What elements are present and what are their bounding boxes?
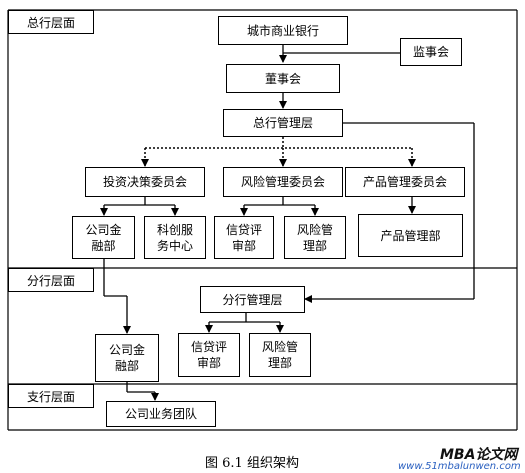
node-product-mgmt: 产品管理部 <box>358 214 463 257</box>
node-supervisors: 监事会 <box>400 38 462 66</box>
figure-caption: 图 6.1 组织架构 <box>205 456 299 471</box>
watermark-title: MBA论文网 <box>440 447 518 463</box>
node-risk-committee: 风险管理委员会 <box>223 167 343 197</box>
node-head-mgmt: 总行管理层 <box>223 109 343 137</box>
section-label-branch: 分行层面 <box>8 268 94 292</box>
node-corp-team: 公司业务团队 <box>106 401 216 427</box>
node-board: 董事会 <box>226 64 340 93</box>
node-branch-mgmt: 分行管理层 <box>200 286 305 313</box>
node-branch-corp-finance: 公司金融部 <box>95 334 159 382</box>
node-branch-credit-review: 信贷评审部 <box>178 333 240 377</box>
node-branch-risk-mgmt: 风险管理部 <box>249 333 311 377</box>
node-city-bank: 城市商业银行 <box>218 16 348 45</box>
node-risk-mgmt: 风险管理部 <box>284 216 346 259</box>
node-product-committee: 产品管理委员会 <box>345 167 465 197</box>
node-credit-review: 信贷评审部 <box>214 216 274 259</box>
watermark-url: www.51mbalunwen.com <box>398 461 521 472</box>
node-invest-committee: 投资决策委员会 <box>85 167 205 197</box>
node-corp-finance: 公司金融部 <box>72 216 135 259</box>
node-sci-service: 科创服务中心 <box>144 216 206 259</box>
section-label-head-office: 总行层面 <box>8 10 94 34</box>
section-label-sub-branch: 支行层面 <box>8 384 94 408</box>
